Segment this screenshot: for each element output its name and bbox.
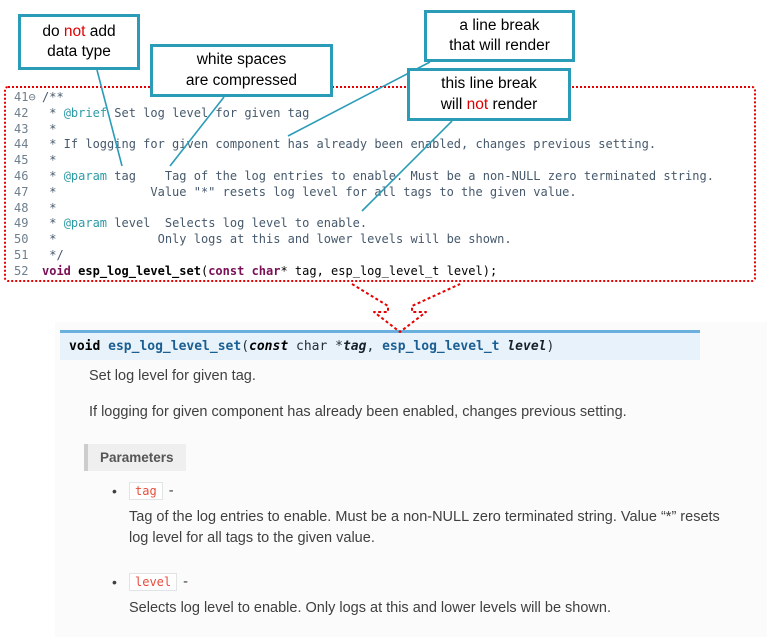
param-description: Tag of the log entries to enable. Must b…: [129, 509, 720, 547]
code-line: 43 *: [6, 122, 754, 138]
code-line: 41⊖ /**: [6, 90, 754, 106]
bullet-icon: •: [112, 483, 117, 499]
callout-whitespace-compressed: white spaces are compressed: [150, 44, 333, 97]
callout-line-break-renders: a line break that will render: [424, 10, 575, 62]
doc-description: If logging for given component has alrea…: [89, 404, 627, 420]
line-number: 43: [14, 121, 29, 136]
line-number: 44: [14, 137, 29, 152]
source-code-snippet-frame: 41⊖ /** 42 * @brief Set log level for give…: [4, 86, 756, 282]
param-separator: -: [168, 483, 174, 499]
line-number: 41⊖: [14, 90, 36, 104]
callout-text: do not add data type: [42, 22, 116, 60]
param-name: level: [129, 573, 178, 592]
line-number: 47: [14, 184, 29, 199]
code-line: 47 * Value "*" resets log level for all …: [6, 185, 754, 201]
code-line: 50 * Only logs at this and lower levels …: [6, 232, 754, 248]
callout-text: this line break will not render: [440, 75, 538, 113]
parameters-list: •tag-Tag of the log entries to enable. M…: [112, 482, 744, 637]
code-line: 42 * @brief Set log level for given tag: [6, 106, 754, 122]
code-line: 48 *: [6, 201, 754, 217]
code-text: * @brief Set log level for given tag: [42, 105, 310, 120]
param-separator: -: [183, 574, 188, 591]
code-text: * @param level Selects log level to enab…: [42, 216, 368, 231]
callout-text: white spaces are compressed: [185, 51, 298, 89]
code-line: 44 * If logging for given component has …: [6, 137, 754, 153]
parameter-item: • level- Selects log level to enable. Only…: [112, 573, 744, 619]
code-text: * Value "*" resets log level for all tag…: [42, 184, 577, 199]
line-number: 49: [14, 216, 29, 231]
line-number: 52: [14, 263, 29, 278]
signature-text: void esp_log_level_set(const char *tag, …: [69, 339, 555, 354]
code-line: 51 */: [6, 248, 754, 264]
line-number: 42: [14, 105, 29, 120]
code-line: 49 * @param level Selects log level to e…: [6, 216, 754, 232]
function-signature: void esp_log_level_set(const char *tag, …: [60, 330, 700, 360]
code-line: 46 * @param tag Tag of the log entries t…: [6, 169, 754, 185]
param-description: Selects log level to enable. Only logs a…: [129, 600, 611, 617]
code-text: */: [42, 247, 64, 262]
code-text: * If logging for given component has alr…: [42, 137, 657, 152]
parameters-heading: Parameters: [84, 444, 186, 471]
code-text: * @param tag Tag of the log entries to e…: [42, 168, 714, 183]
param-name: tag: [129, 482, 163, 500]
line-number: 51: [14, 247, 29, 262]
code-text: *: [42, 200, 57, 215]
callout-text: a line break that will render: [449, 16, 550, 54]
line-number: 45: [14, 153, 29, 168]
code-text: /**: [42, 90, 64, 104]
code-text: void esp_log_level_set(const char* tag, …: [42, 263, 498, 278]
line-number: 50: [14, 232, 29, 247]
code-line: 52 void esp_log_level_set(const char* tag…: [6, 264, 754, 280]
line-number: 48: [14, 200, 29, 215]
line-number: 46: [14, 168, 29, 183]
code-text: *: [42, 153, 57, 168]
code-text: *: [42, 121, 57, 136]
code-text: * Only logs at this and lower levels wil…: [42, 232, 512, 247]
rendered-documentation-panel: void esp_log_level_set(const char *tag, …: [55, 322, 767, 637]
parameter-item: • tag- Tag of the log entries to enable. M…: [112, 482, 744, 549]
callout-no-data-type: do not add data type: [18, 14, 140, 70]
code-line: 45 *: [6, 153, 754, 169]
bullet-icon: •: [112, 574, 117, 591]
code-editor-lines: 41⊖ /** 42 * @brief Set log level for give…: [6, 88, 754, 280]
callout-line-break-no-render: this line break will not render: [407, 68, 571, 121]
doc-summary: Set log level for given tag.: [89, 368, 256, 384]
